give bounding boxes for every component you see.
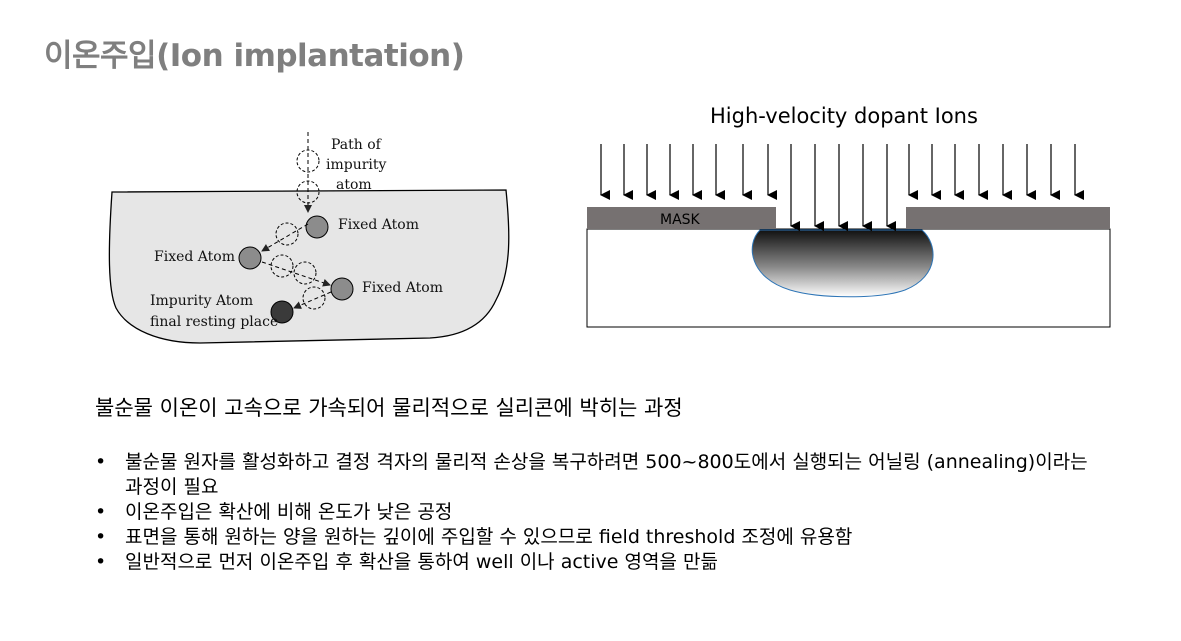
bounce-arrow-2 <box>261 261 331 287</box>
ion-heading: High-velocity dopant Ions <box>710 104 978 128</box>
impurity-ghost-4 <box>270 254 294 278</box>
mask-label: MASK <box>660 212 701 228</box>
fixed-atom-2 <box>238 246 262 270</box>
bullet-item: • 표면을 통해 원하는 양을 원하는 깊이에 주입할 수 있으므로 field … <box>95 525 1105 550</box>
impurity-label-line-2: final resting place <box>150 314 278 330</box>
bullet-dot: • <box>95 451 107 473</box>
bullet-text: 표면을 통해 원하는 양을 원하는 깊이에 주입할 수 있으므로 field t… <box>125 526 853 548</box>
impurity-ghost-2 <box>296 180 320 204</box>
impurity-ghost-1 <box>296 149 320 173</box>
bullet-text: 이온주입은 확산에 비해 온도가 낮은 공정 <box>125 501 453 523</box>
ion-arrows <box>600 144 1084 231</box>
path-label-line-1: Path of <box>331 137 383 153</box>
impurity-ghost-5 <box>293 261 317 285</box>
silicon-crystal <box>108 189 510 344</box>
bounce-arrow-1 <box>261 223 309 252</box>
path-label-line-3: atom <box>336 177 372 193</box>
bullet-dot: • <box>95 551 107 573</box>
summary-text: 불순물 이온이 고속으로 가속되어 물리적으로 실리콘에 박히는 과정 <box>95 396 683 420</box>
bullet-text: 일반적으로 먼저 이온주입 후 확산을 통하여 well 이나 active 영… <box>125 551 718 573</box>
mask-left <box>587 207 776 229</box>
page-title: 이온주입(Ion implantation) <box>44 38 465 74</box>
doped-region <box>751 229 934 298</box>
impurity-ghost-6 <box>302 286 326 310</box>
implantation-diagram: High-velocity dopant Ions MASK <box>586 104 1111 328</box>
fixed-atom-1 <box>305 215 329 239</box>
bullet-dot: • <box>95 501 107 523</box>
bullet-item: • 일반적으로 먼저 이온주입 후 확산을 통하여 well 이나 active … <box>95 550 1105 575</box>
mask-right <box>906 207 1110 229</box>
lattice-diagram: Path of impurity atom Fixed Atom Fixed A… <box>108 132 510 344</box>
fixed-atom-3 <box>330 277 354 301</box>
bullet-list: • 불순물 원자를 활성화하고 결정 격자의 물리적 손상을 복구하려면 500~… <box>95 450 1105 575</box>
impurity-label-line-1: Impurity Atom <box>150 293 253 309</box>
bullet-item: • 불순물 원자를 활성화하고 결정 격자의 물리적 손상을 복구하려면 500~… <box>95 450 1105 500</box>
fixed-atom-label-1: Fixed Atom <box>338 217 419 233</box>
impurity-ghost-3 <box>275 222 299 246</box>
fixed-atom-label-3: Fixed Atom <box>362 280 443 296</box>
bullet-item: • 이온주입은 확산에 비해 온도가 낮은 공정 <box>95 500 1105 525</box>
bullet-text: 불순물 원자를 활성화하고 결정 격자의 물리적 손상을 복구하려면 500~8… <box>125 451 1088 498</box>
path-label-line-2: impurity <box>326 157 387 173</box>
bullet-dot: • <box>95 526 107 548</box>
fixed-atom-label-2: Fixed Atom <box>154 249 235 265</box>
impurity-atom-final <box>270 300 294 324</box>
